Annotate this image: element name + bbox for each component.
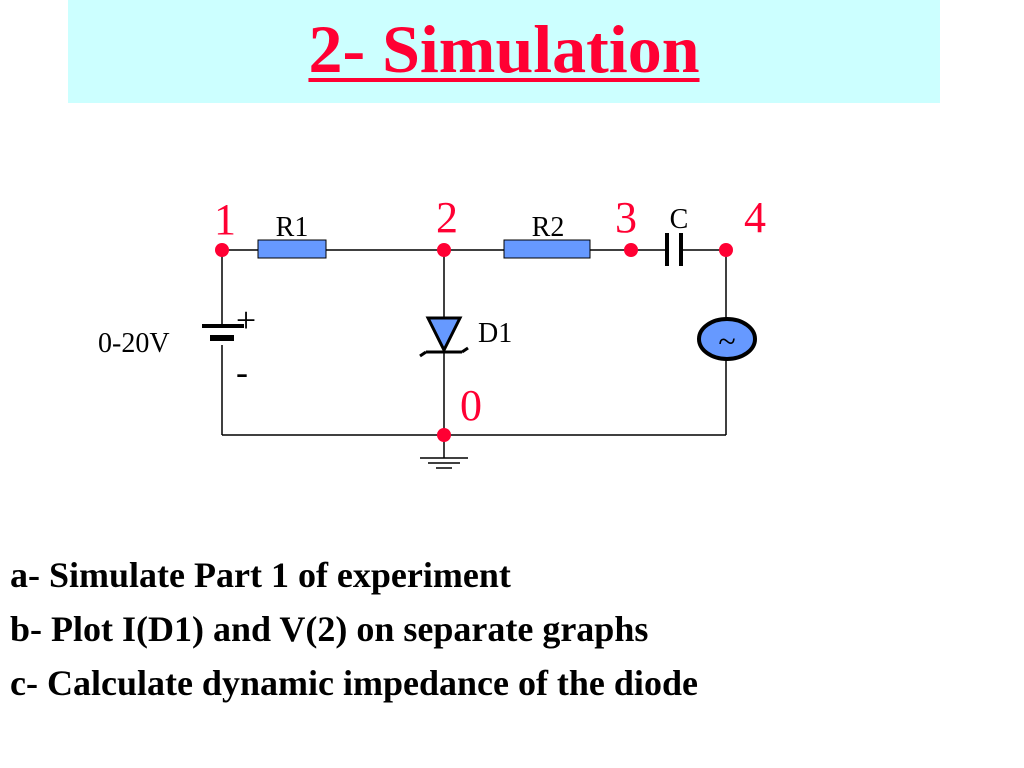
r2-label: R2 (532, 212, 565, 243)
battery-minus-sign: - (236, 352, 248, 392)
title-band: 2- Simulation (68, 0, 940, 103)
node-2-dot (437, 243, 451, 257)
diode-d1 (419, 316, 469, 358)
node-1-dot (215, 243, 229, 257)
r1-label: R1 (276, 212, 309, 243)
wires (221, 249, 727, 458)
resistor-r1 (257, 239, 327, 259)
node-label-1: 1 (214, 195, 236, 244)
slide-title-text: 2- Simulation (308, 11, 700, 87)
task-list: a- Simulate Part 1 of experiment b- Plot… (10, 548, 698, 710)
ac-source-symbol: ~ (718, 323, 735, 359)
node-3-dot (624, 243, 638, 257)
node-label-2: 2 (436, 193, 458, 242)
source-voltage-label: 0-20V (98, 328, 170, 359)
ac-source: ~ (697, 317, 757, 361)
task-item-c: c- Calculate dynamic impedance of the di… (10, 663, 698, 703)
task-item-a: a- Simulate Part 1 of experiment (10, 555, 511, 595)
diode-label: D1 (478, 318, 512, 349)
capacitor-label: C (670, 204, 689, 235)
node-label-3: 3 (615, 193, 637, 242)
node-label-0: 0 (460, 381, 482, 430)
ground-icon (420, 457, 468, 469)
battery-plus-sign: + (236, 300, 256, 340)
capacitor-c (665, 233, 683, 266)
circuit-diagram: ~ 1 2 3 4 0 R1 R2 C D1 0-20V + - (98, 193, 766, 469)
node-4-dot (719, 243, 733, 257)
resistor-r2 (503, 239, 591, 259)
battery-source (202, 324, 244, 341)
task-item-b: b- Plot I(D1) and V(2) on separate graph… (10, 609, 649, 649)
node-dots (215, 243, 733, 442)
node-label-4: 4 (744, 193, 766, 242)
node-0-dot (437, 428, 451, 442)
slide-title: 2- Simulation (68, 8, 940, 90)
